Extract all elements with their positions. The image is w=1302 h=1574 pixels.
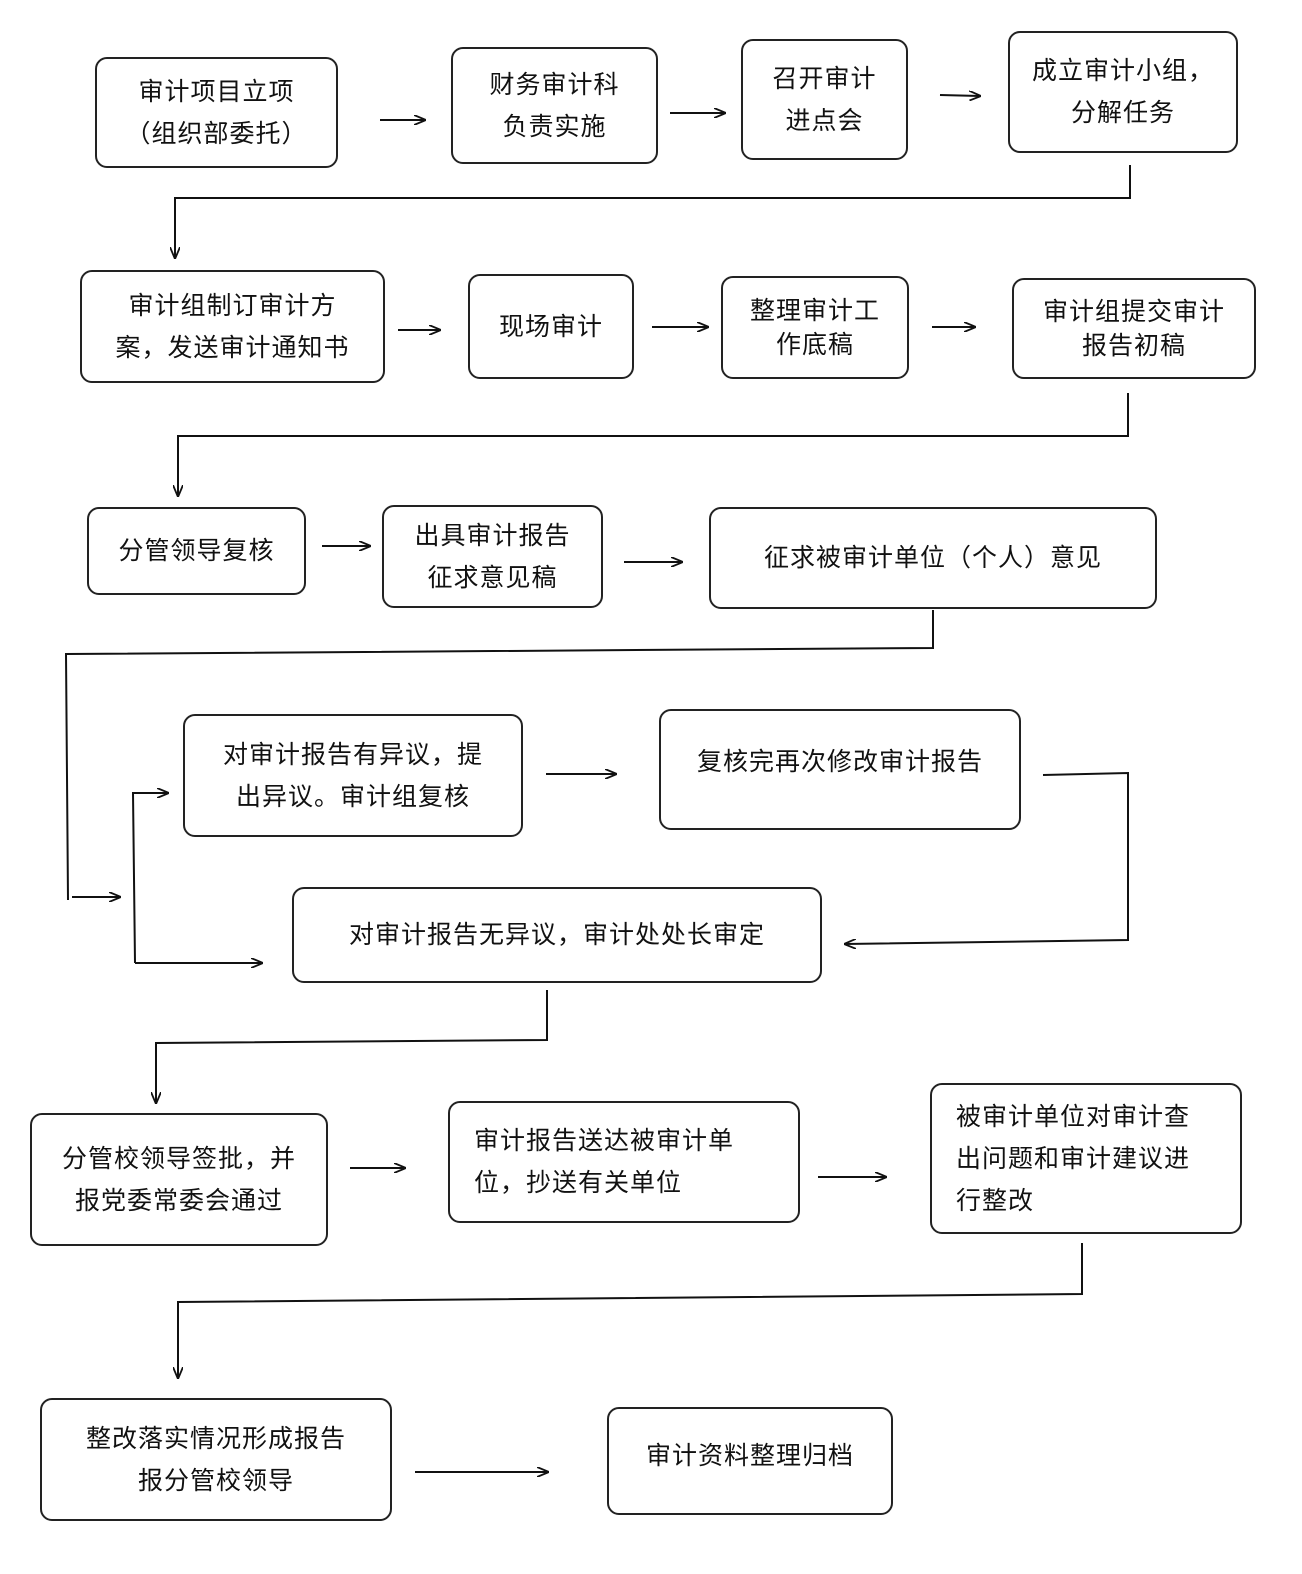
step-line: 进点会 [785, 105, 864, 135]
connector-11-branch [64, 610, 934, 901]
step-party-committee-approval: 分管校领导签批，并报党委常委会通过 [30, 1113, 328, 1246]
step-consultation-draft: 出具审计报告征求意见稿 [382, 505, 603, 608]
step-line: 报党委常委会通过 [74, 1185, 283, 1215]
step-form-audit-team: 成立审计小组， 分解任务 [1008, 31, 1238, 153]
step-line: 征求被审计单位（个人）意见 [763, 543, 1102, 572]
step-line: 审计项目立项 [138, 76, 295, 106]
connector-14-15 [156, 990, 548, 1103]
step-working-papers: 整理审计工作底稿 [721, 276, 909, 379]
step-line: 审计组制订审计方 [128, 290, 337, 320]
step-line: 位，抄送有关单位 [474, 1168, 683, 1197]
step-line: 现场审计 [498, 311, 603, 341]
step-line: 成立审计小组， [1031, 56, 1214, 85]
step-leader-review: 分管领导复核 [87, 507, 306, 595]
step-line: 负责实施 [502, 111, 607, 141]
step-line: 被审计单位对审计查 [956, 1101, 1191, 1131]
step-line: 报分管校领导 [137, 1465, 294, 1495]
connector-13-14 [845, 771, 1129, 944]
step-line: 分管校领导签批，并 [61, 1143, 296, 1173]
step-onsite-audit: 现场审计 [468, 274, 634, 379]
arrow-3-4 [939, 95, 980, 96]
step-finance-audit-section: 财务审计科负责实施 [451, 47, 658, 164]
step-audit-plan: 审计组制订审计方案，发送审计通知书 [80, 270, 385, 383]
connector-8-9 [178, 393, 1129, 496]
step-entry-meeting: 召开审计进点会 [741, 39, 908, 160]
step-rectification-report: 整改落实情况形成报告报分管校领导 [40, 1398, 392, 1521]
step-line: 出具审计报告 [414, 520, 571, 550]
branch-bracket [131, 792, 164, 964]
step-line: 征求意见稿 [427, 562, 558, 592]
step-objection-review: 对审计报告有异议，提出异议。审计组复核 [183, 714, 523, 837]
step-line: 整理审计工 [749, 295, 880, 325]
step-line: 审计资料整理归档 [645, 1441, 854, 1470]
step-line: 案，发送审计通知书 [115, 332, 350, 362]
connector-17-18 [178, 1243, 1083, 1378]
step-seek-opinions: 征求被审计单位（个人）意见 [709, 507, 1157, 609]
step-director-approval: 对审计报告无异议，审计处处长审定 [292, 887, 822, 983]
step-rectification: 被审计单位对审计查出问题和审计建议进行整改 [930, 1083, 1242, 1234]
step-archive: 审计资料整理归档 [607, 1407, 893, 1515]
step-line: 报告初稿 [1081, 330, 1186, 360]
step-revise-report: 复核完再次修改审计报告 [659, 709, 1021, 830]
step-line: 审计报告送达被审计单 [474, 1126, 735, 1155]
step-line: 对审计报告无异议，审计处处长审定 [348, 920, 765, 949]
step-line: 审计组提交审计 [1042, 296, 1225, 326]
step-line: 出异议。审计组复核 [235, 781, 470, 811]
step-project-approval: 审计项目立项 （组织部委托） [95, 57, 338, 168]
step-line: 整改落实情况形成报告 [85, 1423, 346, 1453]
step-deliver-report: 审计报告送达被审计单位，抄送有关单位 [448, 1101, 800, 1223]
step-line: 分管领导复核 [118, 536, 275, 565]
step-draft-report: 审计组提交审计报告初稿 [1012, 278, 1256, 379]
step-line: 作底稿 [775, 329, 854, 359]
step-line: 对审计报告有异议，提 [222, 739, 483, 769]
step-line: 行整改 [956, 1185, 1035, 1215]
step-line: 财务审计科 [489, 69, 620, 99]
step-line: 分解任务 [1070, 98, 1175, 127]
step-line: 出问题和审计建议进 [956, 1143, 1191, 1173]
step-line: 召开审计 [772, 63, 877, 93]
step-line: （组织部委托） [125, 118, 308, 148]
connector-4-5 [175, 165, 1131, 258]
step-line: 复核完再次修改审计报告 [696, 747, 983, 776]
